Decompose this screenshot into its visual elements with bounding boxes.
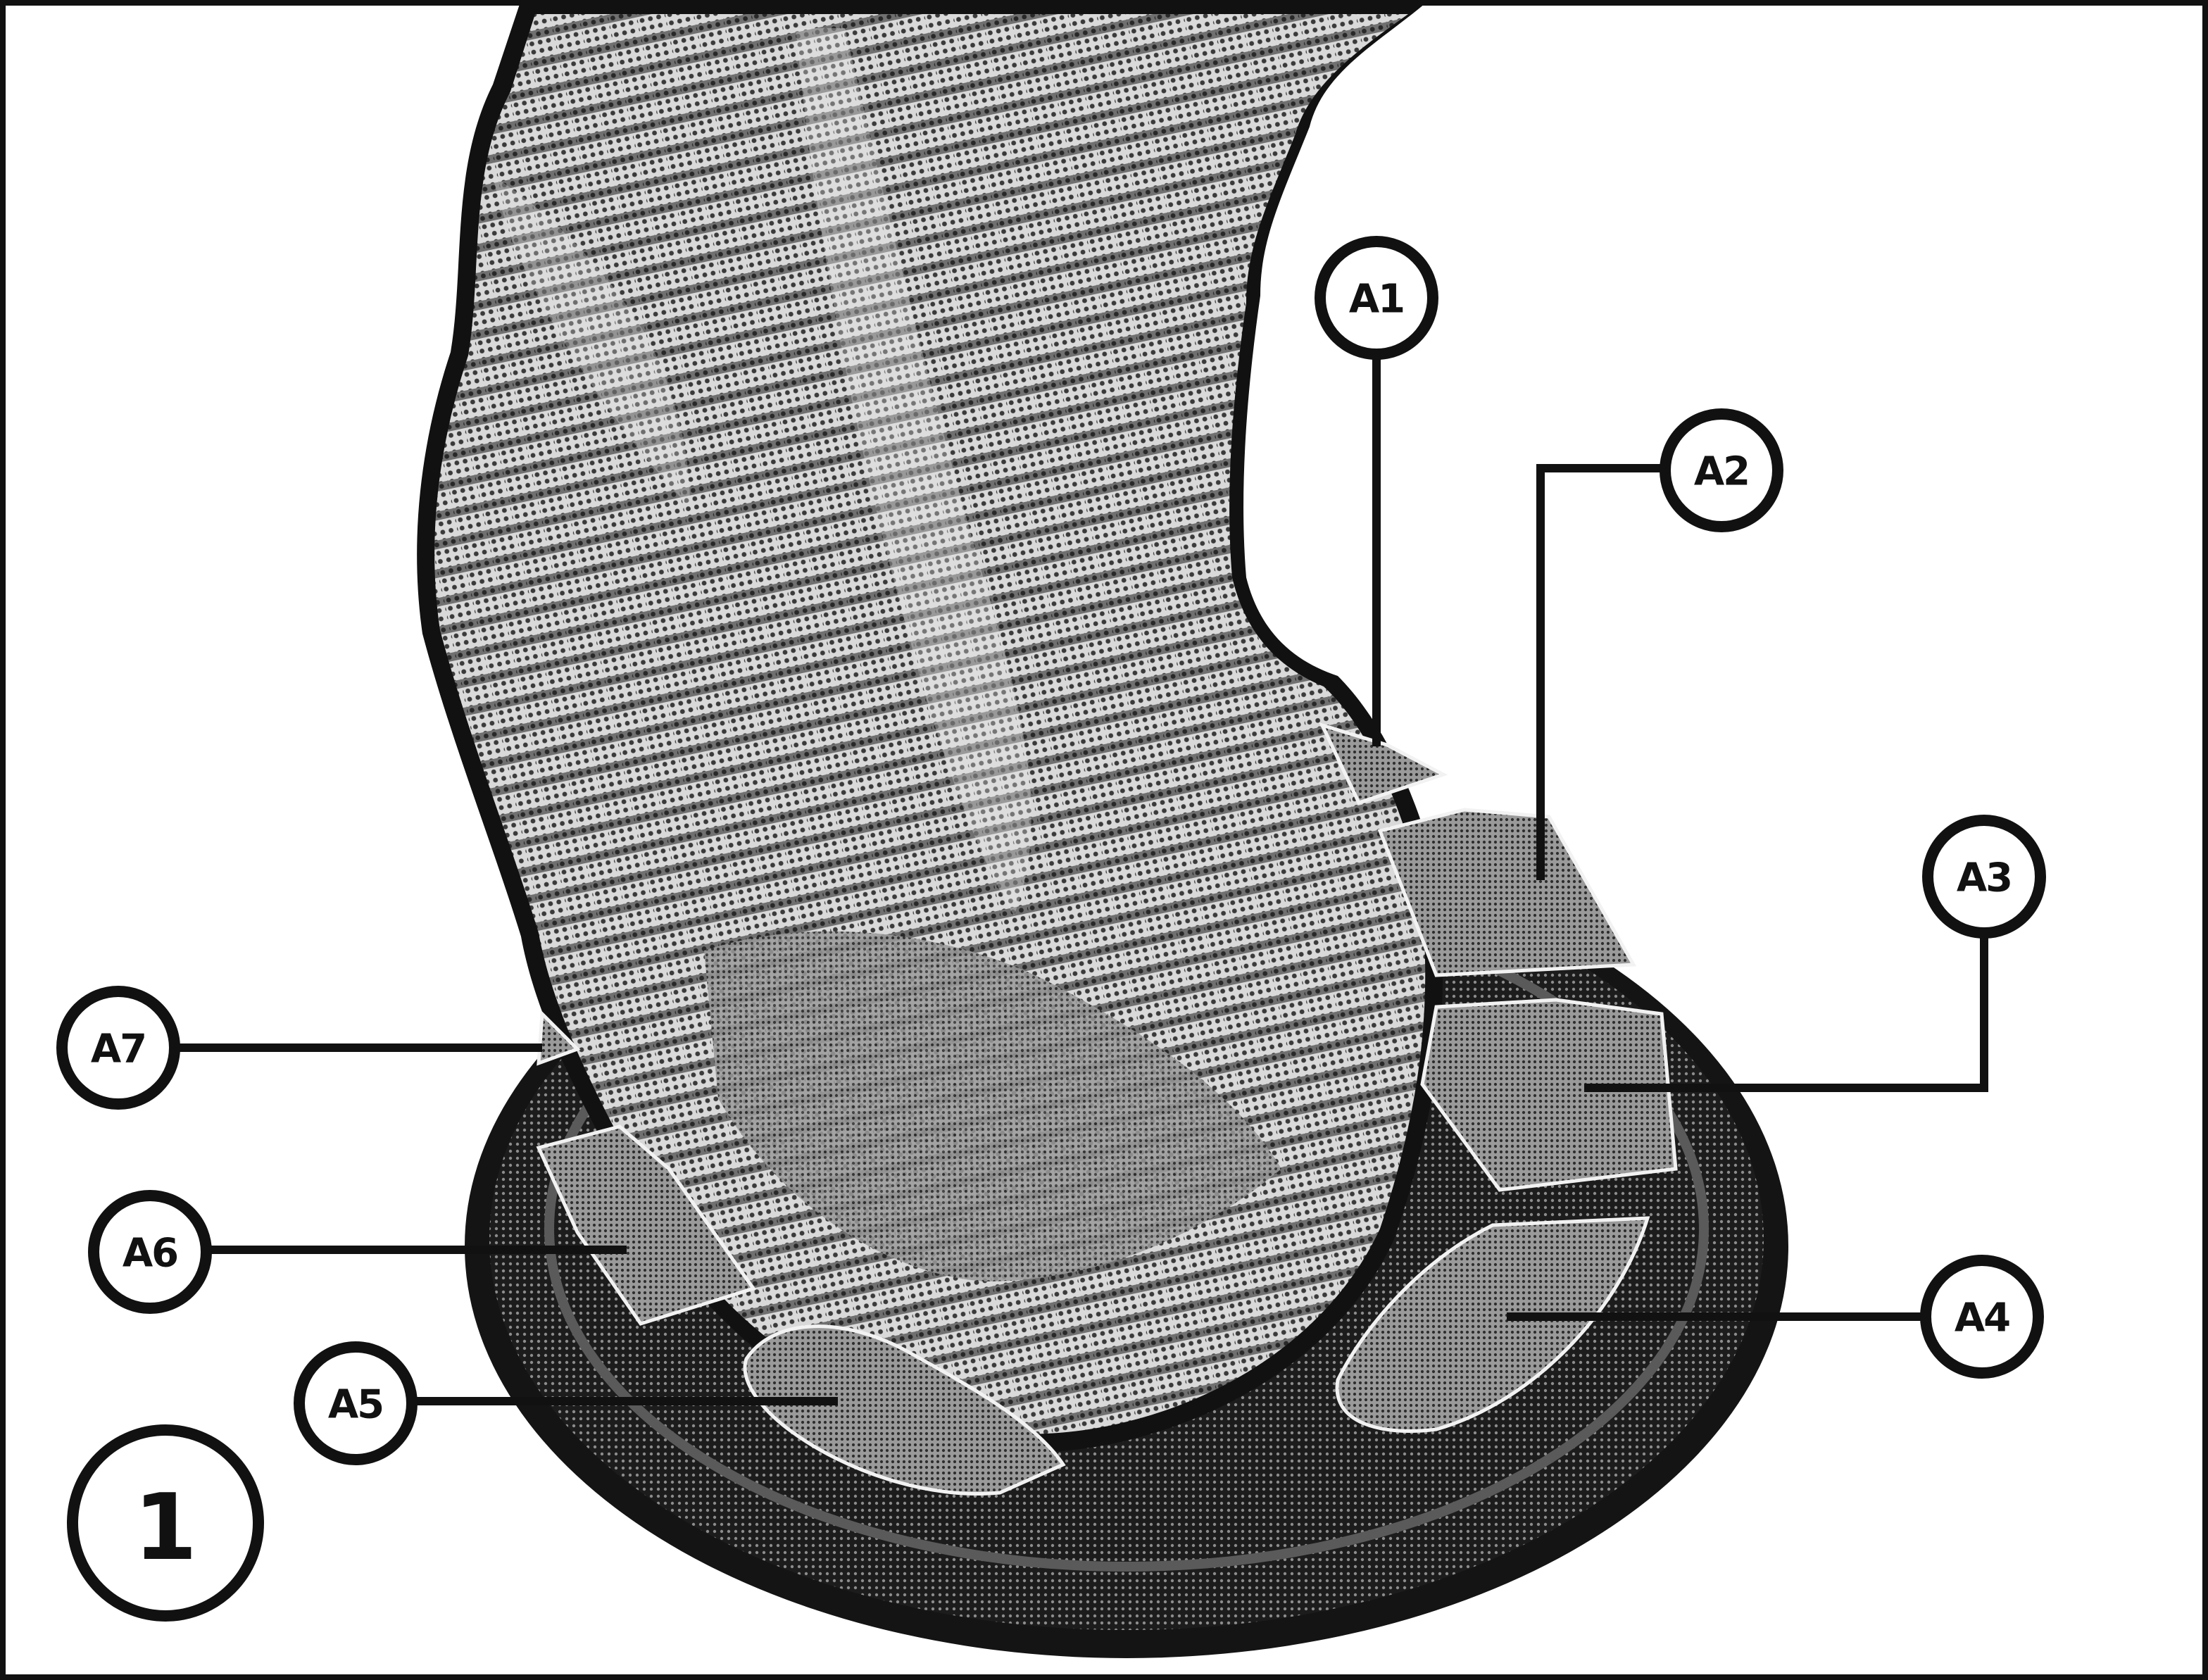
callout-a3: A3	[1928, 820, 2040, 933]
callout-a2: A2	[1665, 414, 1778, 527]
callout-label-a6: A6	[123, 1231, 177, 1277]
callout-label-a1: A1	[1349, 277, 1404, 322]
callout-a7: A7	[62, 991, 175, 1104]
figure-number: 1	[134, 1474, 197, 1581]
callout-a5: A5	[299, 1347, 412, 1460]
callout-label-a3: A3	[1957, 855, 2012, 901]
callout-label-a2: A2	[1694, 449, 1749, 495]
callout-a6: A6	[94, 1196, 206, 1308]
callout-label-a5: A5	[328, 1382, 383, 1428]
callout-label-a7: A7	[91, 1027, 146, 1072]
figure-number-badge: 1	[73, 1430, 258, 1616]
callout-a1: A1	[1320, 242, 1433, 354]
callout-label-a4: A4	[1955, 1296, 2009, 1341]
callout-a4: A4	[1926, 1260, 2038, 1373]
